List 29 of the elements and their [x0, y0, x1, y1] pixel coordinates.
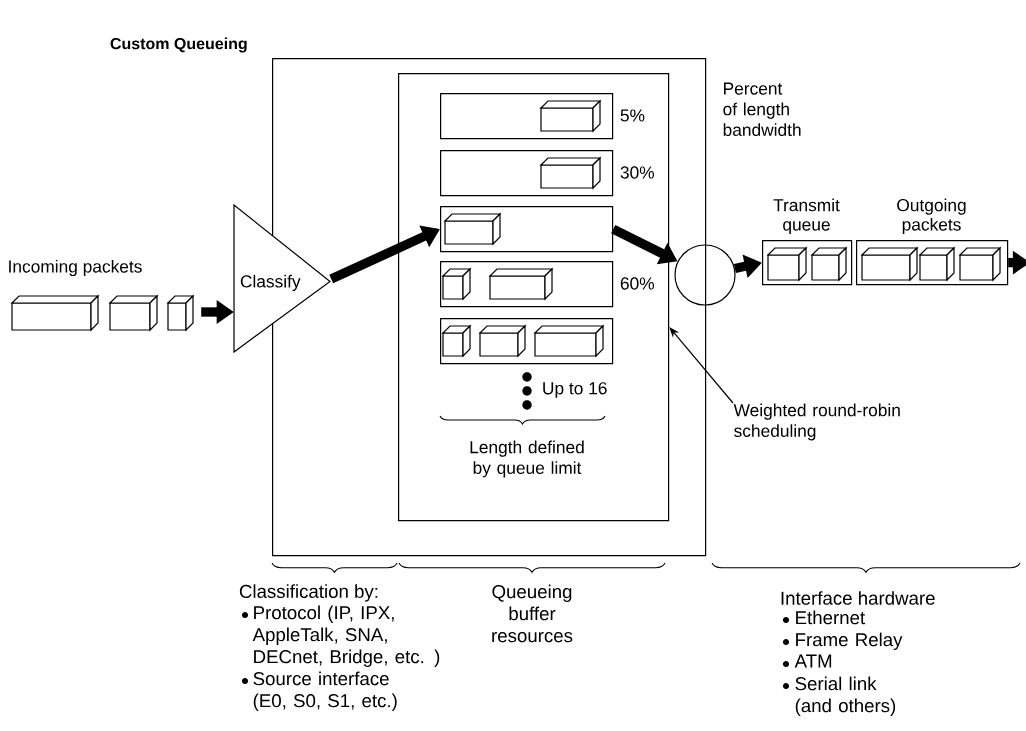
leader-line [669, 327, 734, 404]
bullet-item: Protocol (IP, IPX, AppleTalk, SNA, DECnet, Bridge, etc. ) [241, 605, 440, 667]
label: Interface hardware [781, 591, 935, 605]
queue-row [440, 261, 614, 308]
bullet-item: ATM [782, 654, 832, 668]
label: Percent of length bandwidth [723, 82, 801, 136]
scheduler-circle [674, 244, 736, 306]
percent-label: 60% [620, 277, 654, 290]
title: Custom Queueing [110, 37, 247, 53]
label: Up to 16 [543, 382, 607, 398]
queue-row [440, 206, 614, 253]
queue-row [440, 93, 614, 140]
node-label: Transmit queue [773, 198, 840, 235]
node-label: Outgoing packets [897, 198, 966, 235]
label: Queueing buffer resources [492, 584, 573, 643]
heading-text: Incoming packets [9, 259, 142, 277]
queue-box: Outgoing packets [856, 198, 1009, 286]
label: Classification by: [239, 584, 378, 602]
bullet-item: Serial link (and others) [782, 676, 896, 716]
percent-label: 30% [620, 166, 654, 179]
percent-label: 5% [620, 109, 645, 122]
note-text: Weighted round-robin scheduling [733, 403, 900, 441]
bullet-item: Ethernet [782, 610, 866, 625]
label: Length defined by queue limit [470, 440, 584, 478]
queue-row [440, 150, 614, 197]
queue-row [440, 318, 614, 365]
queue-box: Transmit queue [762, 198, 853, 286]
bullet-item: Frame Relay [782, 632, 903, 650]
bullet-item: Source interface (E0, S0, S1, etc.) [241, 671, 397, 711]
